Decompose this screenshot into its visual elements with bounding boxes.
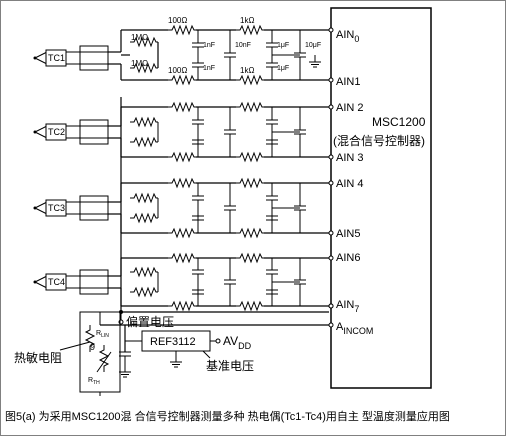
avdd-label: AVDD: [223, 334, 252, 351]
c1nf-b-label: 1nF: [203, 65, 215, 72]
pin-aincom-label: AINCOM: [336, 321, 373, 336]
chip-description: (混合信号控制器): [333, 133, 425, 148]
c1uf-a-label: 1μF: [277, 42, 289, 49]
ref3112-block: REF3112 AVDD 基准电压: [118, 325, 254, 378]
pin-ain5-label: AIN5: [336, 228, 360, 240]
pin-ain1-label: AIN1: [336, 76, 360, 88]
rlin-label: RLIN: [96, 330, 109, 339]
r1m-bot-label: 1MΩ: [131, 59, 148, 68]
thermistor-number: 9: [90, 342, 95, 352]
figure-caption: 图5(a) 为采用MSC1200混 合信号控制器测量多种 热电偶(Tc1-Tc4…: [5, 409, 450, 423]
c10nf-label: 10nF: [235, 42, 251, 49]
c1nf-a-label: 1nF: [203, 42, 215, 49]
bias-network: 偏置电压: [100, 97, 334, 329]
r1k-top-label: 1kΩ: [240, 16, 254, 25]
c1uf-b-label: 1μF: [277, 65, 289, 72]
r100-bot-label: 100Ω: [168, 66, 187, 75]
pin-ain2-label: AIN 2: [336, 102, 364, 114]
thermistor-network: RLIN RTH 9 热敏电阻: [14, 311, 121, 396]
pin-ain7-label: AIN7: [336, 299, 359, 314]
thermistor-label: 热敏电阻: [14, 350, 62, 365]
r100-top-label: 100Ω: [168, 16, 187, 25]
ref-voltage-label: 基准电压: [206, 359, 254, 373]
tc1-label: TC1: [48, 53, 65, 63]
pin-ain0-label: AIN0: [336, 29, 359, 44]
tc4-label: TC4: [48, 277, 65, 287]
ref3112-name: REF3112: [150, 336, 196, 348]
r1m-top-label: 1MΩ: [131, 33, 148, 42]
pin-ain4-label: AIN 4: [336, 178, 364, 190]
c10uf-label: 10μF: [305, 42, 321, 49]
channel-tc1: TC1 1MΩ 1MΩ 100Ω 100Ω 1nF 1nF: [33, 16, 334, 85]
bias-voltage-label: 偏置电压: [126, 314, 174, 329]
msc1200-chip: [330, 7, 432, 389]
chip-name: MSC1200: [372, 115, 426, 129]
pin-ain3-label: AIN 3: [336, 152, 364, 164]
r1k-bot-label: 1kΩ: [240, 66, 254, 75]
rth-label: RTH: [88, 377, 100, 386]
pin-ain6-label: AIN6: [336, 252, 360, 264]
tc3-label: TC3: [48, 203, 65, 213]
tc2-label: TC2: [48, 127, 65, 137]
